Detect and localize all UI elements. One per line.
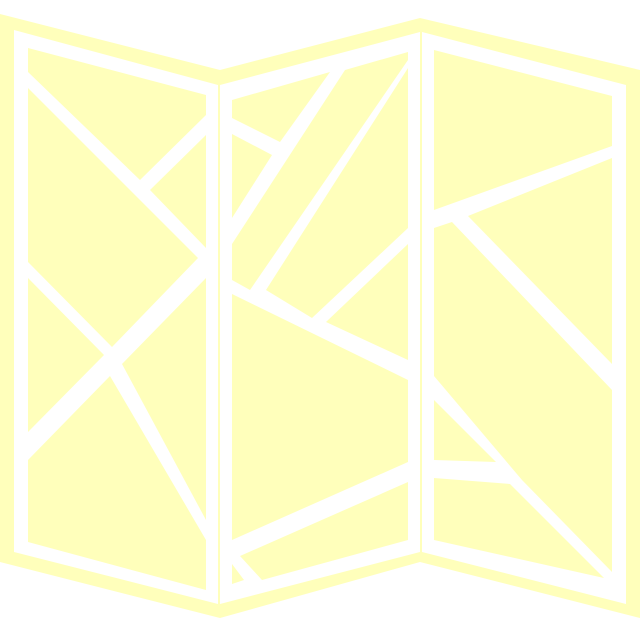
map-region	[232, 52, 408, 290]
map-region	[434, 222, 612, 572]
map-region	[434, 478, 604, 578]
map-region	[434, 400, 496, 462]
map-region	[266, 68, 408, 318]
map-region	[28, 376, 206, 590]
map-region	[468, 158, 612, 364]
map-region	[232, 294, 408, 540]
map-region	[28, 48, 206, 180]
map-region	[122, 278, 206, 520]
map-region	[232, 134, 272, 218]
map-region	[434, 50, 612, 210]
map-region	[28, 278, 104, 432]
map-region	[232, 564, 244, 584]
map-region	[150, 135, 206, 248]
map-region	[232, 72, 330, 142]
map-region	[28, 88, 198, 347]
map-region	[240, 482, 408, 580]
map-region	[326, 244, 408, 360]
